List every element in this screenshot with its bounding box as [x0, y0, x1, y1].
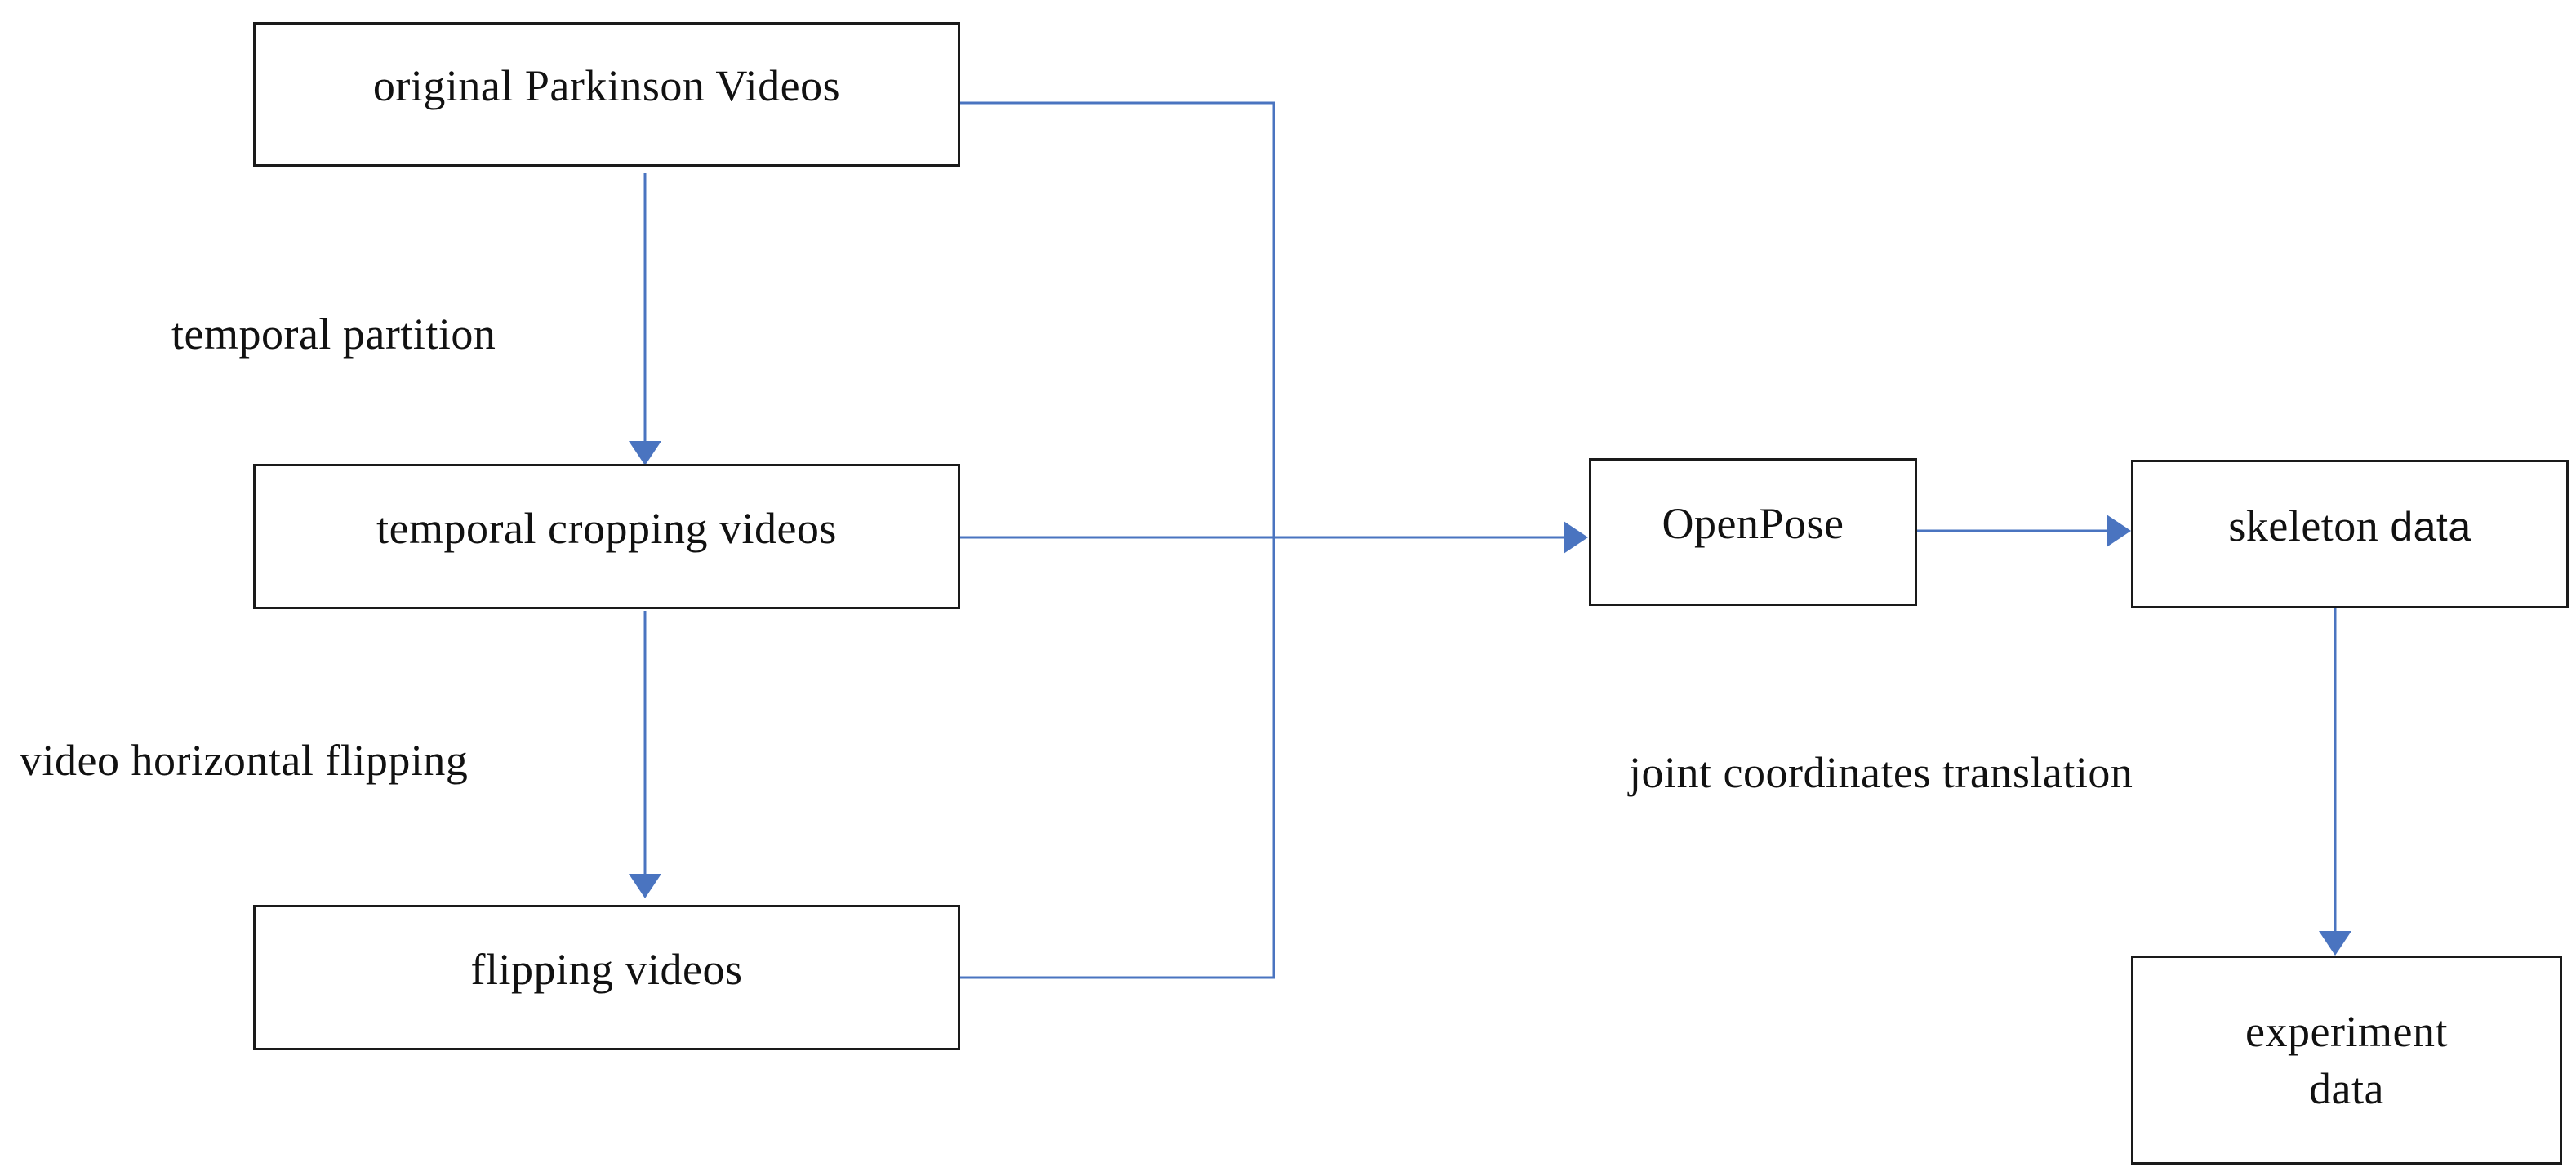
- node-flipping-videos-label: flipping videos: [470, 944, 743, 994]
- node-temporal-cropping-videos-label: temporal cropping videos: [376, 503, 837, 553]
- node-skeleton-data-label: skeleton data: [2228, 497, 2471, 555]
- node-skeleton-data-word: data: [2390, 503, 2471, 550]
- node-openpose: OpenPose: [1589, 458, 1917, 606]
- node-original-videos-label: original Parkinson Videos: [372, 61, 841, 111]
- node-openpose-label: OpenPose: [1662, 499, 1844, 549]
- edge-original-to-merge: [955, 101, 1275, 979]
- node-original-videos: original Parkinson Videos: [253, 22, 960, 167]
- arrowhead-experiment: [2319, 931, 2351, 956]
- node-skeleton-data: skeleton data: [2131, 460, 2569, 608]
- node-experiment-line1: experiment: [2245, 1006, 2448, 1056]
- arrowhead-skeleton: [2107, 514, 2131, 547]
- label-video-horizontal-flipping: video horizontal flipping: [20, 736, 469, 785]
- node-experiment-line2: data: [2309, 1064, 2384, 1113]
- node-temporal-cropping-videos: temporal cropping videos: [253, 464, 960, 609]
- arrowhead-openpose: [1564, 521, 1588, 554]
- node-flipping-videos: flipping videos: [253, 905, 960, 1050]
- node-experiment-data: experiment data: [2131, 956, 2562, 1165]
- label-joint-coordinates-translation: joint coordinates translation: [1629, 748, 2133, 797]
- arrowhead-cropping: [629, 441, 661, 466]
- arrowhead-flipping: [629, 874, 661, 898]
- node-skeleton-word: skeleton: [2228, 501, 2379, 550]
- node-experiment-data-label: experiment data: [2245, 1003, 2448, 1117]
- label-temporal-partition: temporal partition: [171, 310, 496, 359]
